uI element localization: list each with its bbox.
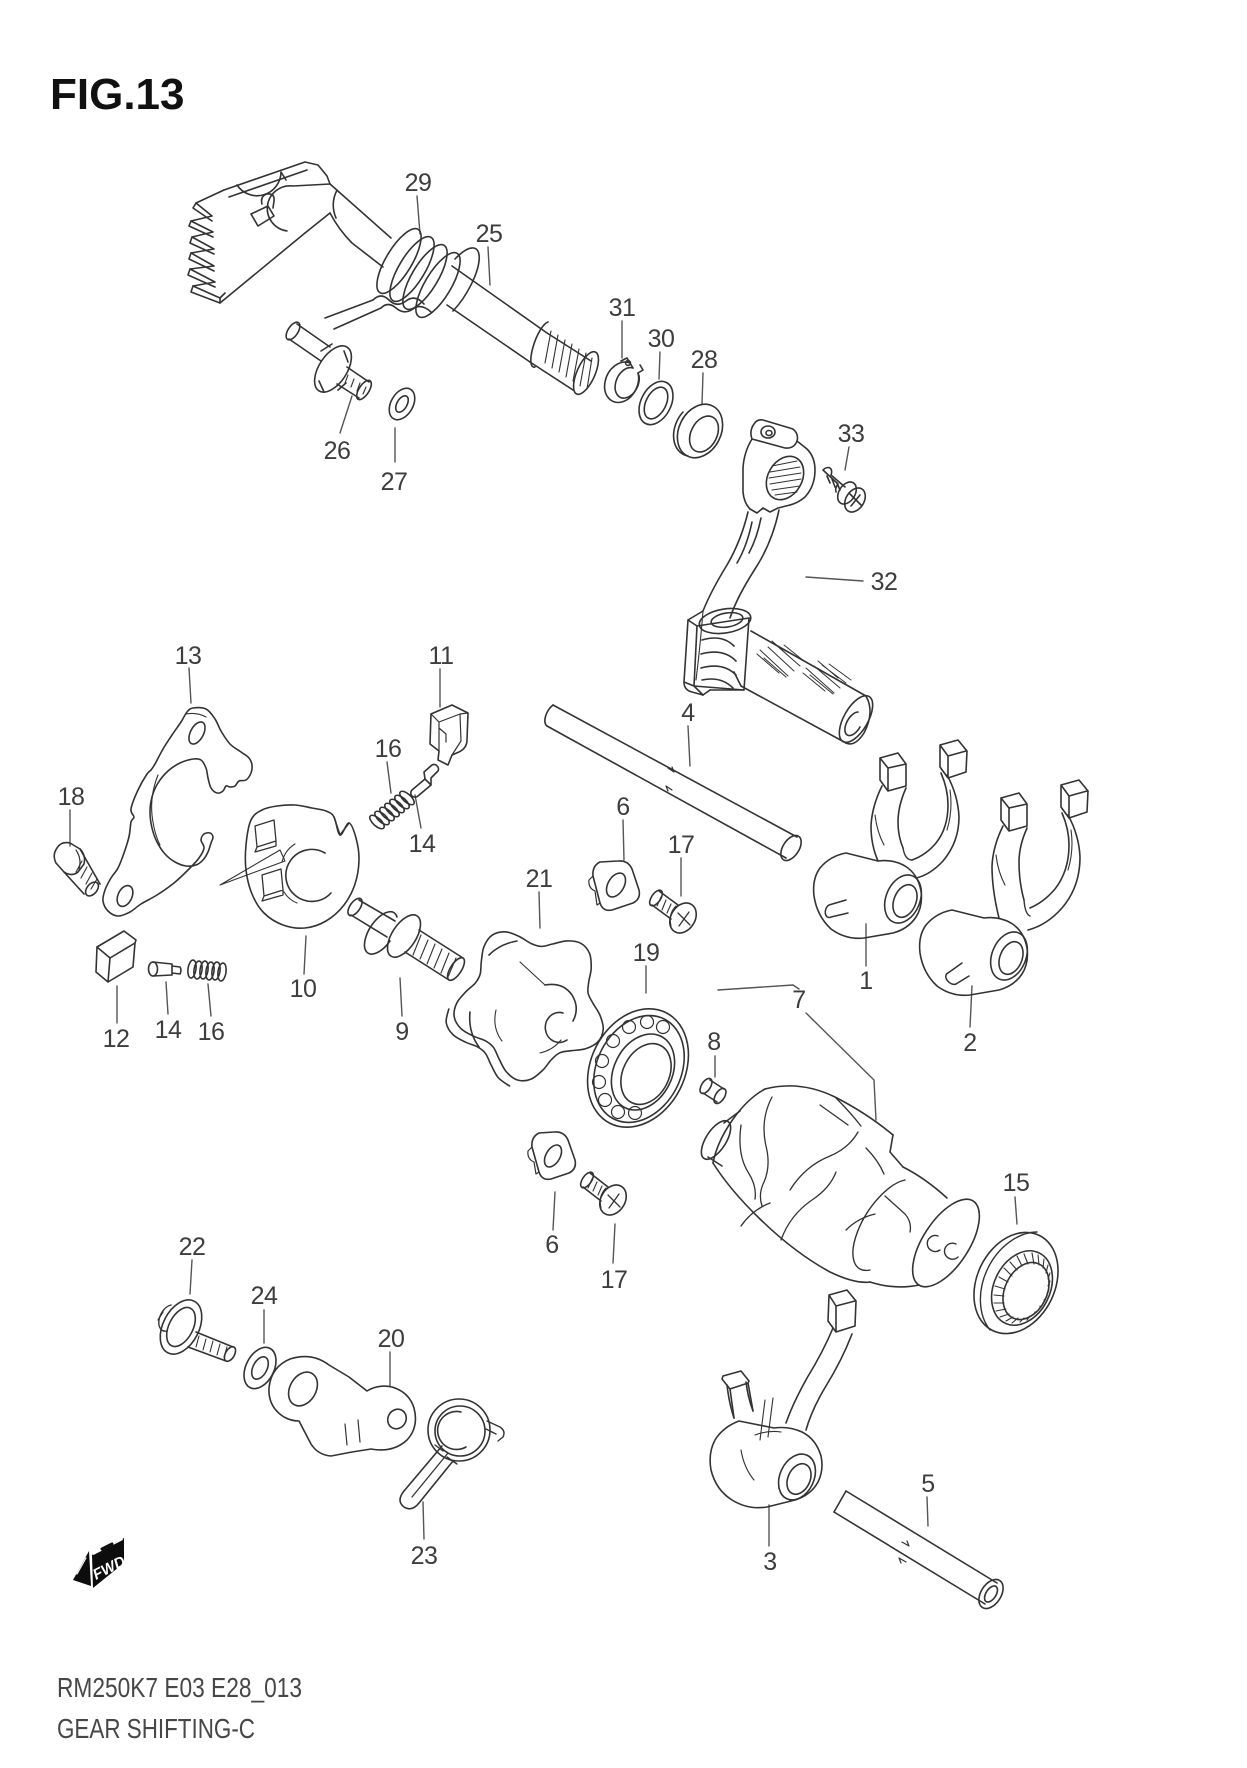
svg-text:22: 22 <box>179 1233 206 1261</box>
svg-text:19: 19 <box>633 939 660 967</box>
svg-text:14: 14 <box>409 830 436 858</box>
svg-text:23: 23 <box>411 1542 438 1570</box>
svg-text:5: 5 <box>921 1470 934 1498</box>
svg-text:32: 32 <box>871 568 898 596</box>
svg-text:20: 20 <box>378 1325 405 1353</box>
svg-text:29: 29 <box>405 169 432 197</box>
svg-text:15: 15 <box>1003 1169 1030 1197</box>
svg-text:17: 17 <box>601 1266 628 1294</box>
svg-text:11: 11 <box>429 642 454 670</box>
svg-text:8: 8 <box>707 1028 720 1056</box>
svg-text:12: 12 <box>103 1025 130 1053</box>
svg-text:10: 10 <box>290 975 317 1003</box>
svg-text:33: 33 <box>838 420 865 448</box>
svg-text:14: 14 <box>155 1016 182 1044</box>
svg-text:3: 3 <box>763 1548 776 1576</box>
svg-text:9: 9 <box>395 1018 408 1046</box>
svg-text:GEAR SHIFTING-C: GEAR SHIFTING-C <box>57 1713 255 1744</box>
svg-text:17: 17 <box>668 831 695 859</box>
svg-text:RM250K7 E03 E28_013: RM250K7 E03 E28_013 <box>57 1672 302 1703</box>
svg-text:25: 25 <box>476 220 503 248</box>
svg-text:16: 16 <box>198 1018 225 1046</box>
svg-text:31: 31 <box>609 294 636 322</box>
svg-text:7: 7 <box>792 986 805 1014</box>
svg-text:FIG.13: FIG.13 <box>50 70 185 119</box>
svg-text:13: 13 <box>175 642 202 670</box>
svg-text:4: 4 <box>681 699 695 727</box>
svg-text:16: 16 <box>375 735 402 763</box>
svg-text:30: 30 <box>648 325 675 353</box>
svg-text:6: 6 <box>545 1231 558 1259</box>
svg-text:26: 26 <box>324 437 351 465</box>
svg-text:28: 28 <box>691 346 718 374</box>
svg-text:18: 18 <box>58 783 85 811</box>
svg-text:2: 2 <box>963 1029 976 1057</box>
svg-text:24: 24 <box>251 1282 278 1310</box>
svg-text:1: 1 <box>859 967 872 995</box>
svg-text:27: 27 <box>381 468 408 496</box>
svg-text:21: 21 <box>526 865 553 893</box>
svg-text:6: 6 <box>616 793 629 821</box>
